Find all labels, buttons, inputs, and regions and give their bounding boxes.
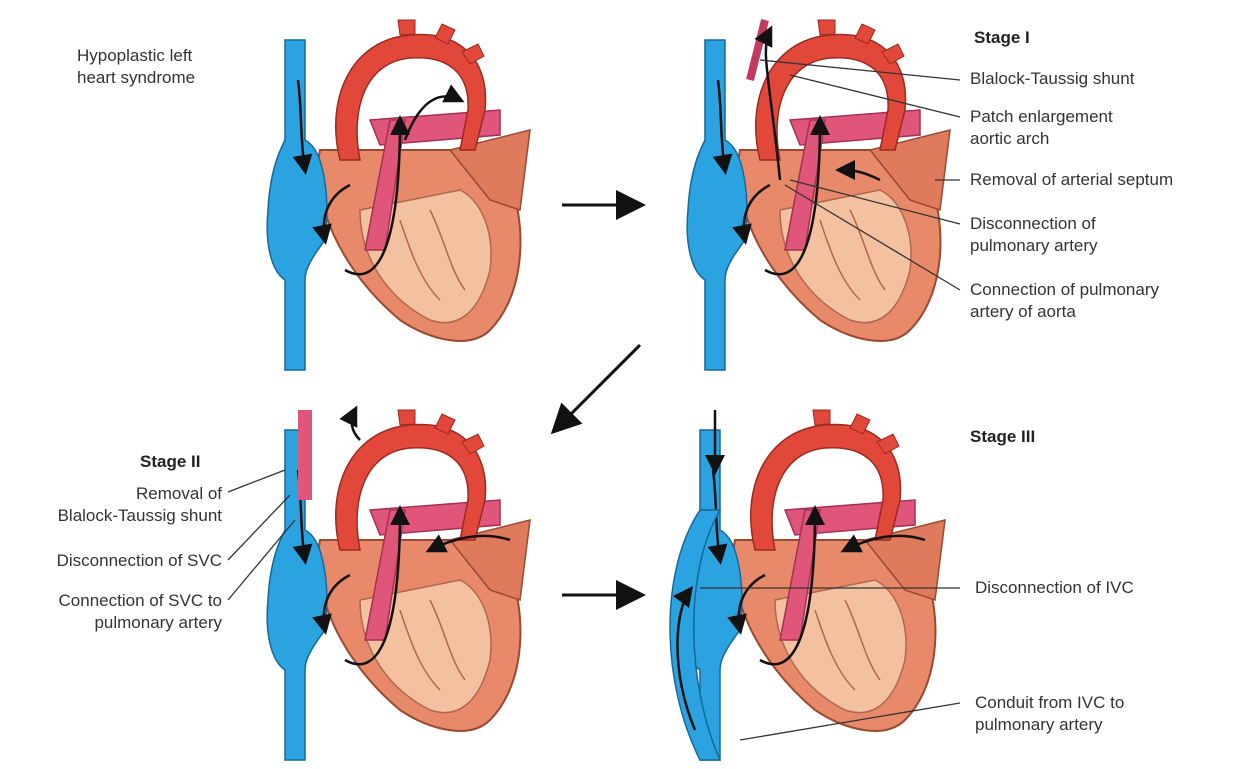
label-disconnection-svc: Disconnection of SVC	[57, 550, 222, 572]
label-conduit-ivc: Conduit from IVC to pulmonary artery	[975, 692, 1124, 736]
label-disconnection-ivc: Disconnection of IVC	[975, 577, 1134, 599]
stage2-title: Stage II	[140, 452, 200, 472]
hlhs-title: Hypoplastic left heart syndrome	[77, 45, 195, 89]
label-connection-pulmonary-artery: Connection of pulmonary artery of aorta	[970, 279, 1159, 323]
stage3-title: Stage III	[970, 427, 1035, 447]
label-blalock-taussig-shunt: Blalock-Taussig shunt	[970, 68, 1134, 90]
label-disconnection-pulmonary-artery: Disconnection of pulmonary artery	[970, 213, 1098, 257]
stage3-heart-illustration	[670, 410, 945, 760]
stage1-heart-illustration	[687, 20, 950, 370]
stage1-title: Stage I	[974, 28, 1030, 48]
arrow-stage1-to-stage2	[555, 345, 640, 430]
label-connection-svc: Connection of SVC to pulmonary artery	[59, 590, 222, 634]
label-removal-arterial-septum: Removal of arterial septum	[970, 169, 1173, 191]
hlhs-heart-illustration	[267, 20, 530, 370]
label-removal-bt-shunt: Removal of Blalock-Taussig shunt	[58, 483, 222, 527]
stage2-heart-illustration	[267, 410, 530, 760]
transition-arrows	[555, 205, 640, 595]
label-patch-enlargement: Patch enlargement aortic arch	[970, 106, 1113, 150]
